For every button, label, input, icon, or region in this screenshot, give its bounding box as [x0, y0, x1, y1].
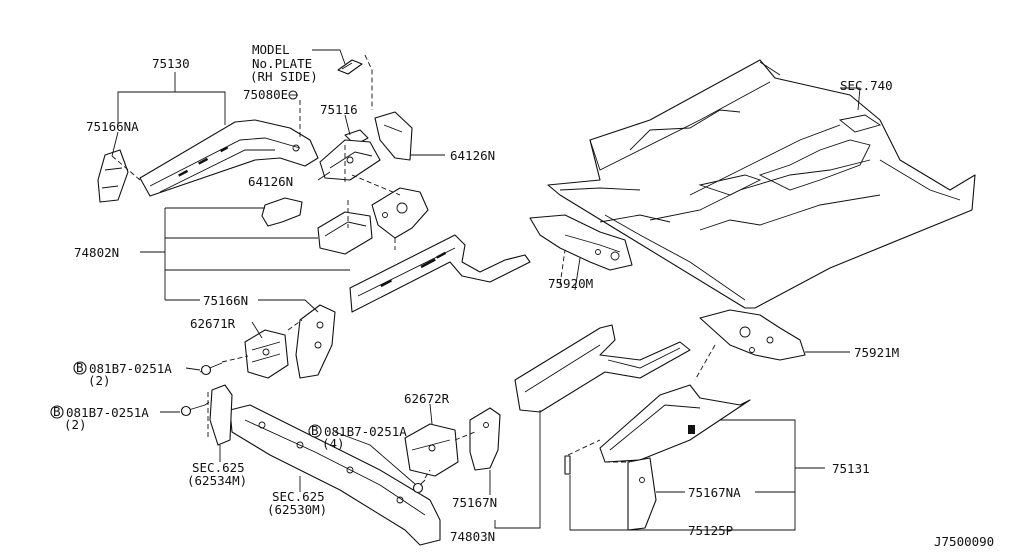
front-crossmember: [209, 384, 441, 546]
part-75167na: [627, 457, 657, 531]
bolt-1: [199, 362, 223, 376]
bolt-marker-2-text: B: [53, 404, 61, 419]
label-75130: 75130: [152, 56, 190, 71]
label-sec625-b: SEC.625: [272, 489, 325, 504]
label-74803n: 74803N: [450, 529, 495, 544]
label-75080e: 75080E: [243, 87, 288, 102]
drawing-number: J7500090: [934, 534, 994, 549]
label-75116: 75116: [320, 102, 358, 117]
label-64132n: 64126N: [248, 174, 293, 189]
label-75921m: 75921M: [854, 345, 899, 360]
label-bolt-3: 081B7-0251A: [324, 424, 407, 439]
model-plate: [337, 59, 363, 75]
bolt-marker-1: B: [73, 360, 87, 375]
label-62530m: (62530M): [267, 502, 327, 517]
part-75920m: [529, 214, 633, 271]
part-75116: [319, 129, 381, 181]
label-bolt-1-qty: (2): [88, 373, 111, 388]
label-62534m: (62534M): [187, 473, 247, 488]
bolt-marker-2: B: [50, 404, 64, 419]
label-74802n: 74802N: [74, 245, 119, 260]
bolt-2: [180, 404, 206, 417]
label-no-plate: No.PLATE: [252, 56, 312, 71]
floor-panel: [547, 59, 976, 309]
label-75920m: 75920M: [548, 276, 593, 291]
bracket-62671r: [244, 329, 289, 379]
label-64126n: 64126N: [450, 148, 495, 163]
side-member-75130: [139, 119, 319, 197]
bolt-marker-3-text: B: [311, 423, 319, 438]
bolt-marker-3: B: [308, 423, 322, 438]
rear-member-75131: [599, 384, 751, 463]
bolt-marker-1-text: B: [76, 360, 84, 375]
bracket-group-74802n: [261, 187, 531, 313]
label-75167n: 75167N: [452, 495, 497, 510]
label-62672r: 62672R: [404, 391, 450, 406]
label-bolt-2: 081B7-0251A: [66, 405, 149, 420]
label-bolt-2-qty: (2): [64, 417, 87, 432]
label-75125p: 75125P: [688, 523, 733, 538]
label-62671r: 62671R: [190, 316, 236, 331]
bolt-3: [412, 479, 426, 494]
label-sec740: SEC.740: [840, 78, 893, 93]
part-75166n: [295, 304, 336, 379]
label-bolt-3-qty: (4): [322, 436, 345, 451]
label-75166na: 75166NA: [86, 119, 139, 134]
part-64126n: [374, 111, 413, 161]
label-75131: 75131: [832, 461, 870, 476]
label-75167na: 75167NA: [688, 485, 741, 500]
bracket-62672r: [404, 423, 459, 477]
part-75125p: [564, 455, 571, 475]
part-75167n: [469, 407, 501, 471]
label-75166n: 75166N: [203, 293, 248, 308]
label-rh-side: (RH SIDE): [250, 69, 318, 84]
label-bolt-1: 081B7-0251A: [89, 361, 172, 376]
label-sec625-a: SEC.625: [192, 460, 245, 475]
part-75921m: [699, 309, 806, 361]
bracket-75166na: [97, 149, 129, 203]
label-model: MODEL: [252, 42, 290, 57]
